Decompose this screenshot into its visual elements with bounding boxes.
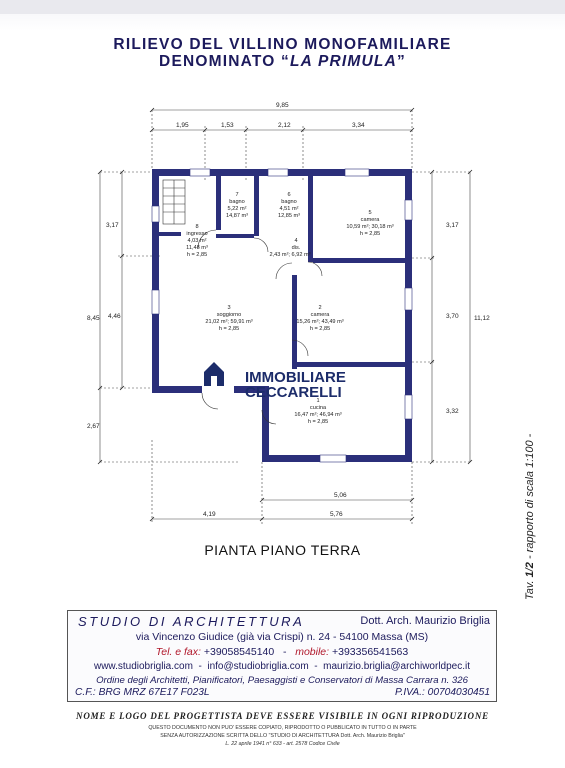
svg-text:14,87 m³: 14,87 m³ [226,213,248,219]
svg-text:16,47 m²; 46,94 m³: 16,47 m²; 46,94 m³ [294,412,341,418]
dim-bottom-2: 5,76 [330,511,343,518]
studio-pec-link[interactable]: maurizio.briglia@archiworldpec.it [323,661,471,672]
svg-text:camera: camera [361,217,381,223]
svg-text:8: 8 [195,224,198,230]
plan-label: PIANTA PIANO TERRA [204,542,361,558]
stairs [162,179,186,225]
svg-text:ingresso: ingresso [186,231,207,237]
studio-address: via Vincenzo Giudice (già via Crispi) n.… [135,631,429,643]
footer-line3: L. 22 aprile 1941 n° 633 - art. 2578 Cod… [225,741,340,747]
svg-text:15,26 m²; 43,49 m³: 15,26 m²; 43,49 m³ [296,319,343,325]
watermark-line2: CECCARELLI [245,384,342,401]
studio-email-link[interactable]: info@studiobriglia.com [207,661,309,672]
dim-bottom-1: 4,19 [203,511,216,518]
dim-left-lower: 2,67 [87,423,100,430]
svg-text:4: 4 [294,238,297,244]
document-title-line2: DENOMINATO “LA PRIMULA” [159,53,406,70]
svg-text:h = 2,85: h = 2,85 [219,326,239,332]
dim-left-total: 8,45 [87,315,100,322]
top-strip [0,0,565,14]
dim-right-total: 11,12 [474,315,490,322]
footer-line1: QUESTO DOCUMENTO NON PUO' ESSERE COPIATO… [148,725,417,731]
dim-top-4: 3,34 [352,122,365,129]
studio-phone: Tel. e fax: +39058545140 - mobile: +3933… [155,646,409,658]
svg-text:2: 2 [318,305,321,311]
svg-text:dis.: dis. [292,245,301,251]
dim-top-3: 2,12 [278,122,291,129]
svg-text:soggiorno: soggiorno [217,312,242,318]
dimension-lines [99,109,471,524]
studio-info-box: STUDIO DI ARCHITETTURA Dott. Arch. Mauri… [67,610,497,702]
svg-text:bagno: bagno [229,199,245,205]
dim-bottom-inner: 5,06 [334,492,347,499]
dim-left-1: 3,17 [106,222,119,229]
svg-text:12,85 m³: 12,85 m³ [278,213,300,219]
floor-plan: 9,85 1,95 1,53 2,12 3,34 3,17 4,46 8,45 … [87,102,490,524]
studio-website-link[interactable]: www.studiobriglia.com [93,661,193,672]
svg-text:5: 5 [368,210,371,216]
architect-name: Dott. Arch. Maurizio Briglia [360,615,490,627]
dim-left-2: 4,46 [108,313,121,320]
house-icon [204,362,224,386]
dim-right-3: 3,32 [446,408,459,415]
svg-text:camera: camera [311,312,331,318]
svg-text:7: 7 [235,192,238,198]
svg-text:bagno: bagno [281,199,297,205]
dimension-ticks [97,107,473,522]
villa-name: LA PRIMULA [290,53,397,70]
svg-text:10,59 m²; 30,18 m³: 10,59 m²; 30,18 m³ [346,224,393,230]
svg-text:3: 3 [227,305,230,311]
dim-right-1: 3,17 [446,222,459,229]
room-labels: 7 bagno 5,22 m² 14,87 m³ 6 bagno 4,51 m²… [186,192,394,425]
footer-line2: SENZA AUTORIZZAZIONE SCRITTA DELLO "STUD… [160,733,405,739]
dim-right-2: 3,70 [446,313,459,320]
svg-text:h = 2,85: h = 2,85 [360,231,380,237]
scale-note: Tav. 1/2 - rapporto di scala 1:100 - [524,433,536,600]
door-swings [197,229,323,425]
windows [151,168,413,463]
watermark-line1: IMMOBILIARE [245,369,346,386]
studio-order: Ordine degli Architetti, Pianificatori, … [96,675,468,686]
svg-text:2,43 m²; 6,92 m³: 2,43 m²; 6,92 m³ [269,252,310,258]
document-title-line1: RILIEVO DEL VILLINO MONOFAMILIARE [113,36,452,53]
studio-name: STUDIO DI ARCHITETTURA [78,614,305,629]
studio-web: www.studiobriglia.com - info@studiobrigl… [93,661,471,672]
svg-text:1: 1 [316,398,319,404]
svg-text:5,22 m²: 5,22 m² [228,206,247,212]
watermark-logo: IMMOBILIARE CECCARELLI [204,362,346,401]
svg-text:h = 2,85: h = 2,85 [187,252,207,258]
svg-text:cucina: cucina [310,405,327,411]
svg-text:4,03 m²: 4,03 m² [188,238,207,244]
svg-text:h = 2,85: h = 2,85 [310,326,330,332]
svg-text:6: 6 [287,192,290,198]
svg-text:11,48 m³: 11,48 m³ [186,245,208,251]
footer-main: NOME E LOGO DEL PROGETTISTA DEVE ESSERE … [76,711,489,721]
dim-top-2: 1,53 [221,122,234,129]
dim-top-total: 9,85 [276,102,289,109]
dim-top-1: 1,95 [176,122,189,129]
svg-text:h = 2,85: h = 2,85 [308,419,328,425]
svg-text:21,02 m²; 59,91 m³: 21,02 m²; 59,91 m³ [205,319,252,325]
svg-text:4,51 m²: 4,51 m² [280,206,299,212]
